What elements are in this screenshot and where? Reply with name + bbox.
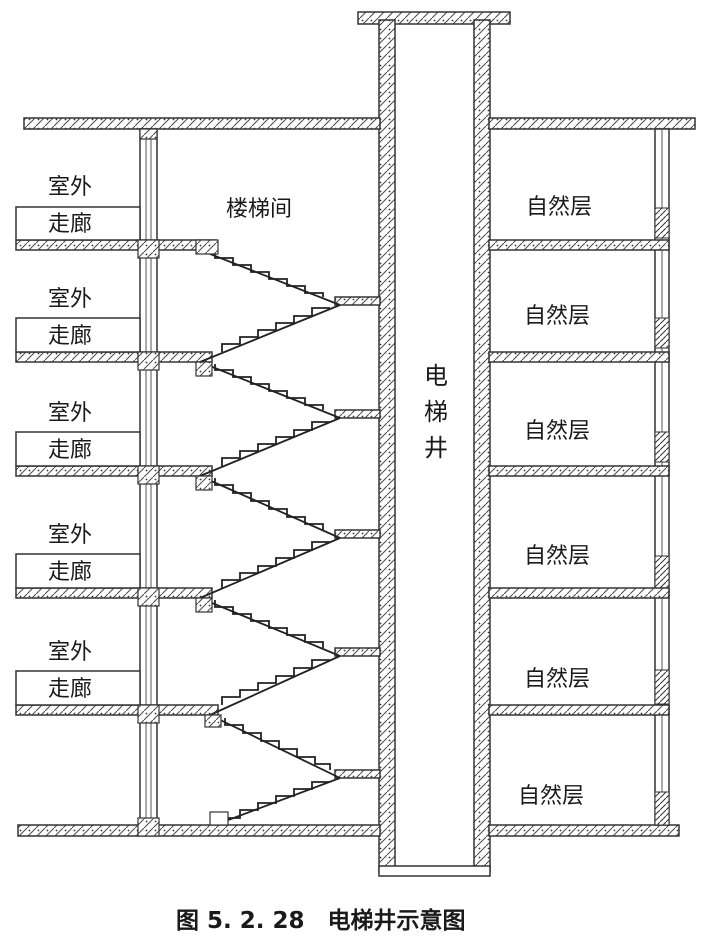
svg-text:走廊: 走廊 [48, 212, 92, 237]
svg-text:室外: 室外 [48, 523, 92, 548]
shaft-right-wall [473, 19, 491, 873]
svg-text:走廊: 走廊 [48, 324, 92, 349]
main-roof-slab [23, 117, 381, 130]
main-roof-slab-right [488, 117, 696, 130]
right-floor-slabs [488, 239, 670, 716]
right-wall-hatches [654, 207, 670, 826]
staircases [199, 249, 341, 826]
svg-text:自然层: 自然层 [524, 544, 590, 569]
left-floor-slabs [15, 239, 219, 716]
svg-text:室外: 室外 [48, 640, 92, 665]
corridor-railings [15, 206, 141, 706]
corridor-labels: 室外 走廊 室外 走廊 室外 走廊 室外 走廊 室外 走廊 [48, 175, 92, 702]
svg-text:自然层: 自然层 [524, 419, 590, 444]
ground-slab [17, 824, 381, 837]
svg-text:井: 井 [424, 434, 448, 462]
svg-text:室外: 室外 [48, 401, 92, 426]
ground-slab-right [488, 824, 680, 837]
left-column-joints [137, 128, 160, 837]
shaft-label: 电 梯 井 [424, 362, 448, 462]
svg-text:电: 电 [424, 362, 448, 390]
stair-label: 楼梯间 [226, 197, 292, 222]
svg-text:走廊: 走廊 [48, 438, 92, 463]
landing-steps [195, 239, 229, 826]
svg-text:室外: 室外 [48, 175, 92, 200]
svg-text:梯: 梯 [424, 398, 448, 426]
svg-text:自然层: 自然层 [526, 195, 592, 220]
svg-text:走廊: 走廊 [48, 677, 92, 702]
shaft-roof-slab [357, 11, 511, 25]
svg-text:自然层: 自然层 [524, 304, 590, 329]
shaft-left-wall [378, 19, 396, 873]
svg-text:走廊: 走廊 [48, 560, 92, 585]
stair-landings [334, 296, 381, 779]
svg-text:室外: 室外 [48, 287, 92, 312]
svg-text:自然层: 自然层 [518, 784, 584, 809]
svg-text:自然层: 自然层 [524, 667, 590, 692]
shaft-bottom [378, 865, 491, 877]
figure-caption: 图 5. 2. 28 电梯井示意图 [176, 907, 466, 934]
floor-labels: 自然层 自然层 自然层 自然层 自然层 自然层 [518, 195, 592, 809]
